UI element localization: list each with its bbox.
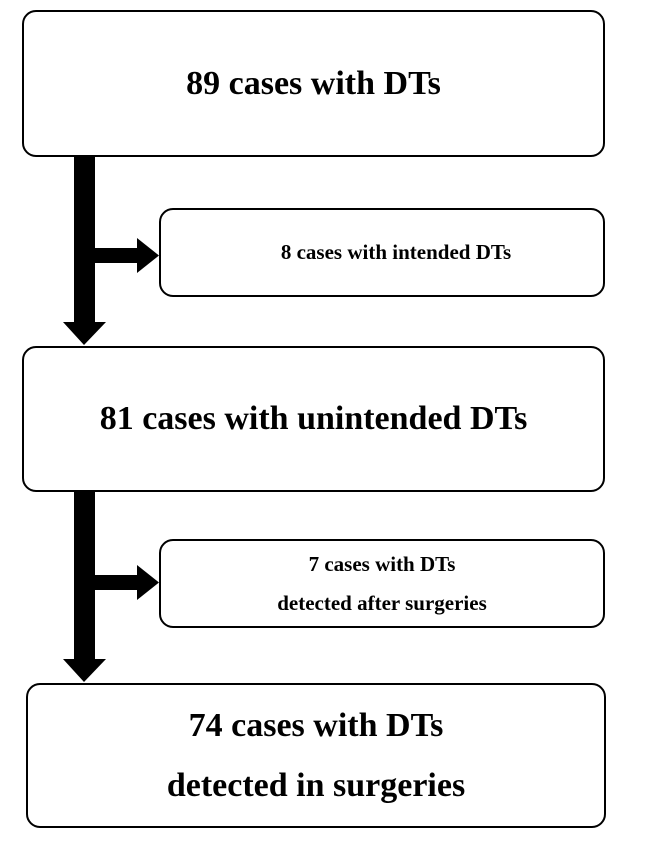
- node-in-surgery-line2: detected in surgeries: [166, 766, 466, 804]
- arrow-total-to-unintended-head: [63, 322, 106, 345]
- node-in-surgery-line1: 74 cases with DTs: [188, 706, 444, 744]
- arrow-branch-to-after-surgery-head: [137, 565, 159, 600]
- node-unintended-cases-label: 81 cases with unintended DTs: [99, 400, 528, 437]
- node-total-cases: 89 cases with DTs: [22, 10, 605, 157]
- node-intended-cases: 8 cases with intended DTs: [159, 208, 605, 297]
- arrow-total-to-unintended-shaft: [74, 157, 95, 323]
- node-in-surgery-cases: 74 cases with DTs detected in surgeries: [26, 683, 606, 828]
- node-intended-cases-label: 8 cases with intended DTs: [280, 240, 512, 264]
- arrow-branch-to-intended-head: [137, 238, 159, 273]
- arrow-unintended-to-in-surgery-head: [63, 659, 106, 682]
- node-after-surgery-line2: detected after surgeries: [277, 590, 487, 615]
- arrow-unintended-to-in-surgery-shaft: [74, 492, 95, 660]
- node-total-cases-label: 89 cases with DTs: [186, 64, 441, 102]
- arrow-branch-to-after-surgery-shaft: [95, 575, 139, 590]
- node-after-surgery-cases: 7 cases with DTs detected after surgerie…: [159, 539, 605, 628]
- arrow-branch-to-intended-shaft: [95, 248, 139, 263]
- node-unintended-cases: 81 cases with unintended DTs: [22, 346, 605, 492]
- node-after-surgery-line1: 7 cases with DTs: [308, 551, 456, 576]
